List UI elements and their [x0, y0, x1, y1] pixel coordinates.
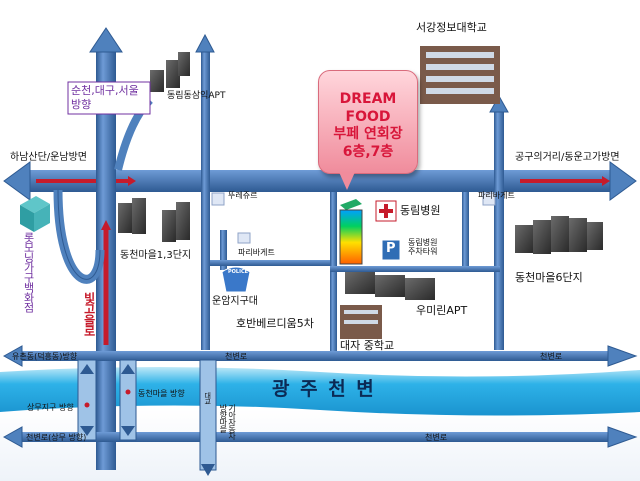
paris-baguette-top-label: 파리바게트: [478, 191, 515, 200]
road-label-lower-left: 천변로(상무 방향): [26, 433, 87, 442]
police-badge-icon: [221, 266, 251, 293]
west-direction-label: 하남산단/운남방면: [10, 152, 87, 163]
parking-icon: [381, 239, 401, 261]
police-badge-text: POLICE: [228, 269, 249, 275]
middle-vertical-road: [201, 50, 210, 350]
north-direction-box: [67, 81, 151, 115]
sangmu-direction-label: 상무지구 방향: [27, 403, 74, 412]
dongcheon-direction-label: 동천마을 방향: [138, 389, 185, 398]
callout-line3: 6층,7층: [342, 143, 394, 160]
right-vertical-road: [494, 110, 504, 350]
department-store-cube: [20, 196, 50, 232]
road-label-upper-right: 천변로: [540, 352, 563, 361]
lower-riverside-road: [2, 426, 638, 448]
curved-ramp: [53, 189, 105, 284]
main-boulevard: [3, 161, 637, 201]
parking-symbol: P: [386, 241, 396, 256]
unam-police-label: 운암지구대: [212, 296, 258, 307]
dongcheon6-label: 동천마을6단지: [515, 271, 583, 284]
callout-line1: DREAM FOOD: [339, 91, 397, 125]
apartments-dongcheon13: [118, 198, 190, 242]
river-name: 광 주 천 변: [272, 378, 376, 400]
dongnim-hospital-label: 동림병원: [400, 204, 441, 217]
paris-baguette-left-label: 파리바게트: [238, 248, 275, 257]
vertical-main-road: [89, 27, 123, 470]
tous-les-jours-label: 뚜레쥬르: [228, 191, 258, 200]
bridges: [77, 359, 217, 476]
department-store-label: 롯모닝가구백화점: [22, 232, 36, 312]
upper-riverside-road: [2, 345, 638, 367]
apartments-dongnim: [150, 52, 190, 92]
kia-direction-label: 기아자동차 방향마을: [218, 404, 237, 439]
callout-line2: 부페 연회장: [333, 126, 403, 142]
callout-pointer: [339, 172, 355, 190]
target-building: [339, 199, 363, 265]
umirin-label: 우미린APT: [416, 304, 468, 317]
daeja-building: [340, 305, 382, 339]
road-label-lower-right: 천변로: [425, 433, 448, 442]
hospital-cross-icon: [375, 200, 397, 222]
bridge-label: 대교: [203, 392, 212, 404]
road-label-upper-mid: 천변로: [225, 352, 248, 361]
dongnim-apt-label: 동림동삼익APT: [167, 91, 226, 101]
sogang-label: 서강정보대학교: [416, 21, 487, 34]
apartments-umirin: [345, 272, 435, 300]
hoban-label: 호반베르디움5차: [236, 317, 314, 330]
north-direction-label: 순천,대구,서울 방향: [71, 84, 139, 111]
dongcheon13-label: 동천마을1,3단지: [120, 250, 192, 261]
east-direction-label: 공구의거리/동운고가방면: [515, 152, 620, 163]
parking-tower-label: 동림병원 주차타워: [408, 238, 438, 256]
dream-food-callout: DREAM FOOD 부페 연회장 6층,7층: [318, 70, 418, 174]
apartments-dongcheon6: [515, 216, 603, 254]
sogang-building: [420, 46, 500, 104]
road-label-upper-left: 유촌동(덕흥동)방향: [12, 352, 78, 361]
river: [0, 367, 640, 416]
bitgoeul-road-label: 빛고을로: [82, 292, 97, 336]
daeja-label: 대자 중학교: [340, 339, 395, 352]
